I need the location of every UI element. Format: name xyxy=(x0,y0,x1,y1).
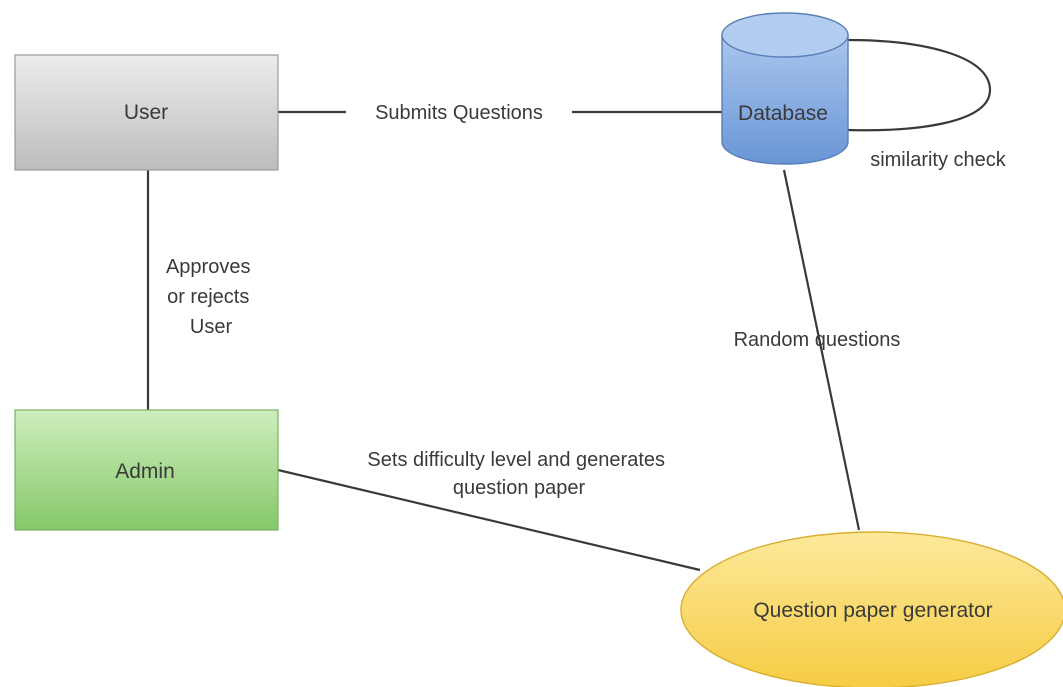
approves-line-3: User xyxy=(190,316,233,338)
generator-node-label: Question paper generator xyxy=(753,599,992,622)
user-node: User xyxy=(14,54,279,171)
edge-similarity-loop xyxy=(847,38,992,132)
generator-node: Question paper generator xyxy=(680,531,1063,687)
database-node: Database xyxy=(721,12,849,165)
edge-database-generator xyxy=(782,169,861,531)
approves-line-1: Approves xyxy=(166,256,251,278)
sets-difficulty-line-1: Sets difficulty level and generates xyxy=(367,449,665,471)
submits-questions-label: Submits Questions xyxy=(375,102,543,124)
edge-admin-generator xyxy=(277,468,701,572)
approves-line-2: or rejects xyxy=(167,286,249,308)
admin-node-label: Admin xyxy=(115,460,175,483)
approves-label: Approves or rejects User xyxy=(166,256,256,338)
admin-node: Admin xyxy=(14,409,279,531)
similarity-check-label: similarity check xyxy=(870,149,1007,171)
random-questions-label: Random questions xyxy=(734,329,901,351)
database-node-label: Database xyxy=(738,102,828,125)
connectors xyxy=(146,38,992,572)
sets-difficulty-label: Sets difficulty level and generates ques… xyxy=(367,449,670,499)
user-node-label: User xyxy=(124,101,168,124)
sets-difficulty-line-2: question paper xyxy=(453,477,586,499)
